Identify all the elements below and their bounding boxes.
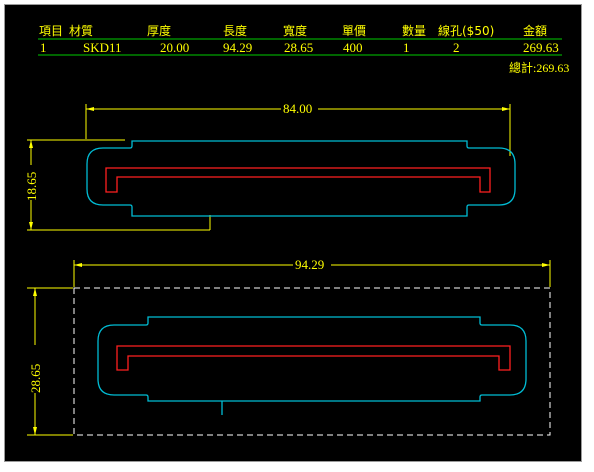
table-header-quantity: 數量 (402, 24, 426, 38)
top-part-inner-profile (105, 167, 491, 193)
bottom-height-dimension (27, 287, 73, 436)
table-header-amount: 金額 (523, 23, 547, 38)
bottom-height-label: 28.65 (28, 364, 43, 393)
top-width-dimension (85, 104, 511, 156)
table-header-unit-price: 單價 (342, 24, 366, 38)
cad-drawing-canvas[interactable]: 項目 材質 厚度 長度 寬度 單價 數量 線孔($50) 金額 1 SKD11 … (5, 5, 583, 463)
table-cell-width: 28.65 (284, 40, 313, 55)
table-cell-unit-price: 400 (343, 40, 363, 55)
bottom-part-inner-profile (116, 345, 511, 371)
table-total: 總計:269.63 (509, 60, 569, 75)
table-header-material: 材質 (69, 23, 93, 38)
table-cell-thickness: 20.00 (160, 40, 189, 55)
cad-viewport[interactable]: 項目 材質 厚度 長度 寬度 單價 數量 線孔($50) 金額 1 SKD11 … (4, 4, 582, 462)
top-height-label: 18.65 (24, 172, 39, 201)
table-cell-wire-holes: 2 (453, 40, 460, 55)
bottom-part-drawing[interactable]: 94.29 28.65 (27, 257, 551, 436)
table-header-wire-holes: 線孔($50) (438, 23, 494, 38)
table-cell-material: SKD11 (83, 40, 122, 55)
table-header-thickness: 厚度 (147, 23, 171, 38)
top-width-label: 84.00 (283, 101, 312, 116)
bottom-width-dimension (73, 260, 551, 287)
top-part-outline (86, 140, 516, 217)
table-header-length: 長度 (223, 23, 247, 38)
table-header-width: 寬度 (283, 23, 307, 38)
bottom-width-label: 94.29 (295, 257, 324, 272)
table-header-item: 項目 (39, 24, 63, 38)
price-table: 項目 材質 厚度 長度 寬度 單價 數量 線孔($50) 金額 1 SKD11 … (38, 23, 569, 75)
table-cell-item: 1 (40, 40, 47, 55)
bottom-part-outline (97, 316, 527, 402)
bottom-bounding-box (73, 287, 551, 436)
table-cell-quantity: 1 (403, 40, 410, 55)
top-part-drawing[interactable]: 84.00 18.65 (24, 101, 516, 231)
table-cell-amount: 269.63 (523, 40, 559, 55)
top-height-dimension (27, 139, 211, 231)
table-cell-length: 94.29 (223, 40, 252, 55)
